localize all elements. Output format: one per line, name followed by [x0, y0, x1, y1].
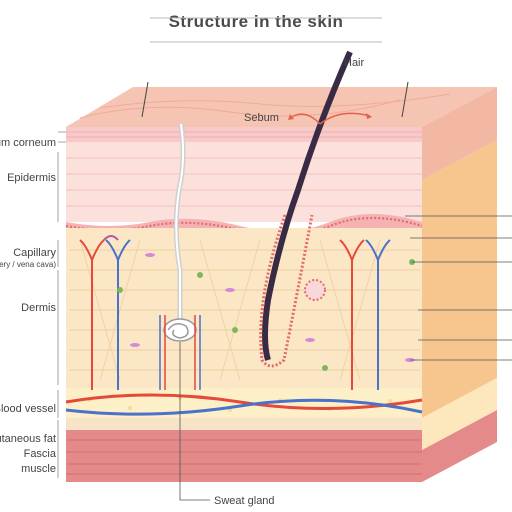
muscle-layer [66, 430, 422, 482]
label-sebum: Sebum [244, 112, 279, 124]
diagram-title: Structure in the skin [168, 12, 344, 31]
label-epidermis: Epidermis [7, 172, 56, 184]
artery-vessel [65, 393, 423, 410]
right-leader-lines [405, 215, 512, 361]
label-hair: Hair [344, 57, 365, 69]
capillary-group-right [339, 239, 391, 390]
skin-surface [66, 87, 497, 127]
hair-shaft [262, 50, 353, 361]
sebum-arrow-right [319, 112, 371, 125]
epidermis-side [422, 87, 497, 180]
label-dermis: Dermis [21, 302, 56, 314]
stratum-corneum-layer [66, 127, 422, 142]
dermis-side [422, 140, 497, 418]
sweat-gland-coil [163, 318, 197, 342]
label-capillary-sub: (artery / vena cava) [0, 260, 56, 269]
vein-vessel [65, 398, 423, 416]
sebum-arrow-left [289, 113, 321, 125]
label-subcutaneous-fat: Subcutaneous fat [0, 433, 56, 445]
label-sweat-gland: Sweat gland [214, 495, 275, 507]
muscle-side [422, 410, 497, 482]
label-muscle: muscle [21, 463, 56, 475]
label-capillary: Capillary [13, 247, 56, 259]
capillary-group-left [79, 235, 131, 390]
label-stratum-corneum: Stratum corneum [0, 137, 56, 149]
left-bracket-lines [57, 131, 66, 478]
dermis-layer [66, 228, 422, 388]
epidermis-layer [66, 142, 422, 222]
fascia-layer [66, 418, 422, 430]
label-fascia: Fascia [24, 448, 57, 460]
sebaceous-gland [304, 279, 326, 301]
sweat-gland-leader [179, 342, 210, 501]
fat-side [422, 378, 497, 450]
label-blood-vessel: Blood vessel [0, 403, 56, 415]
